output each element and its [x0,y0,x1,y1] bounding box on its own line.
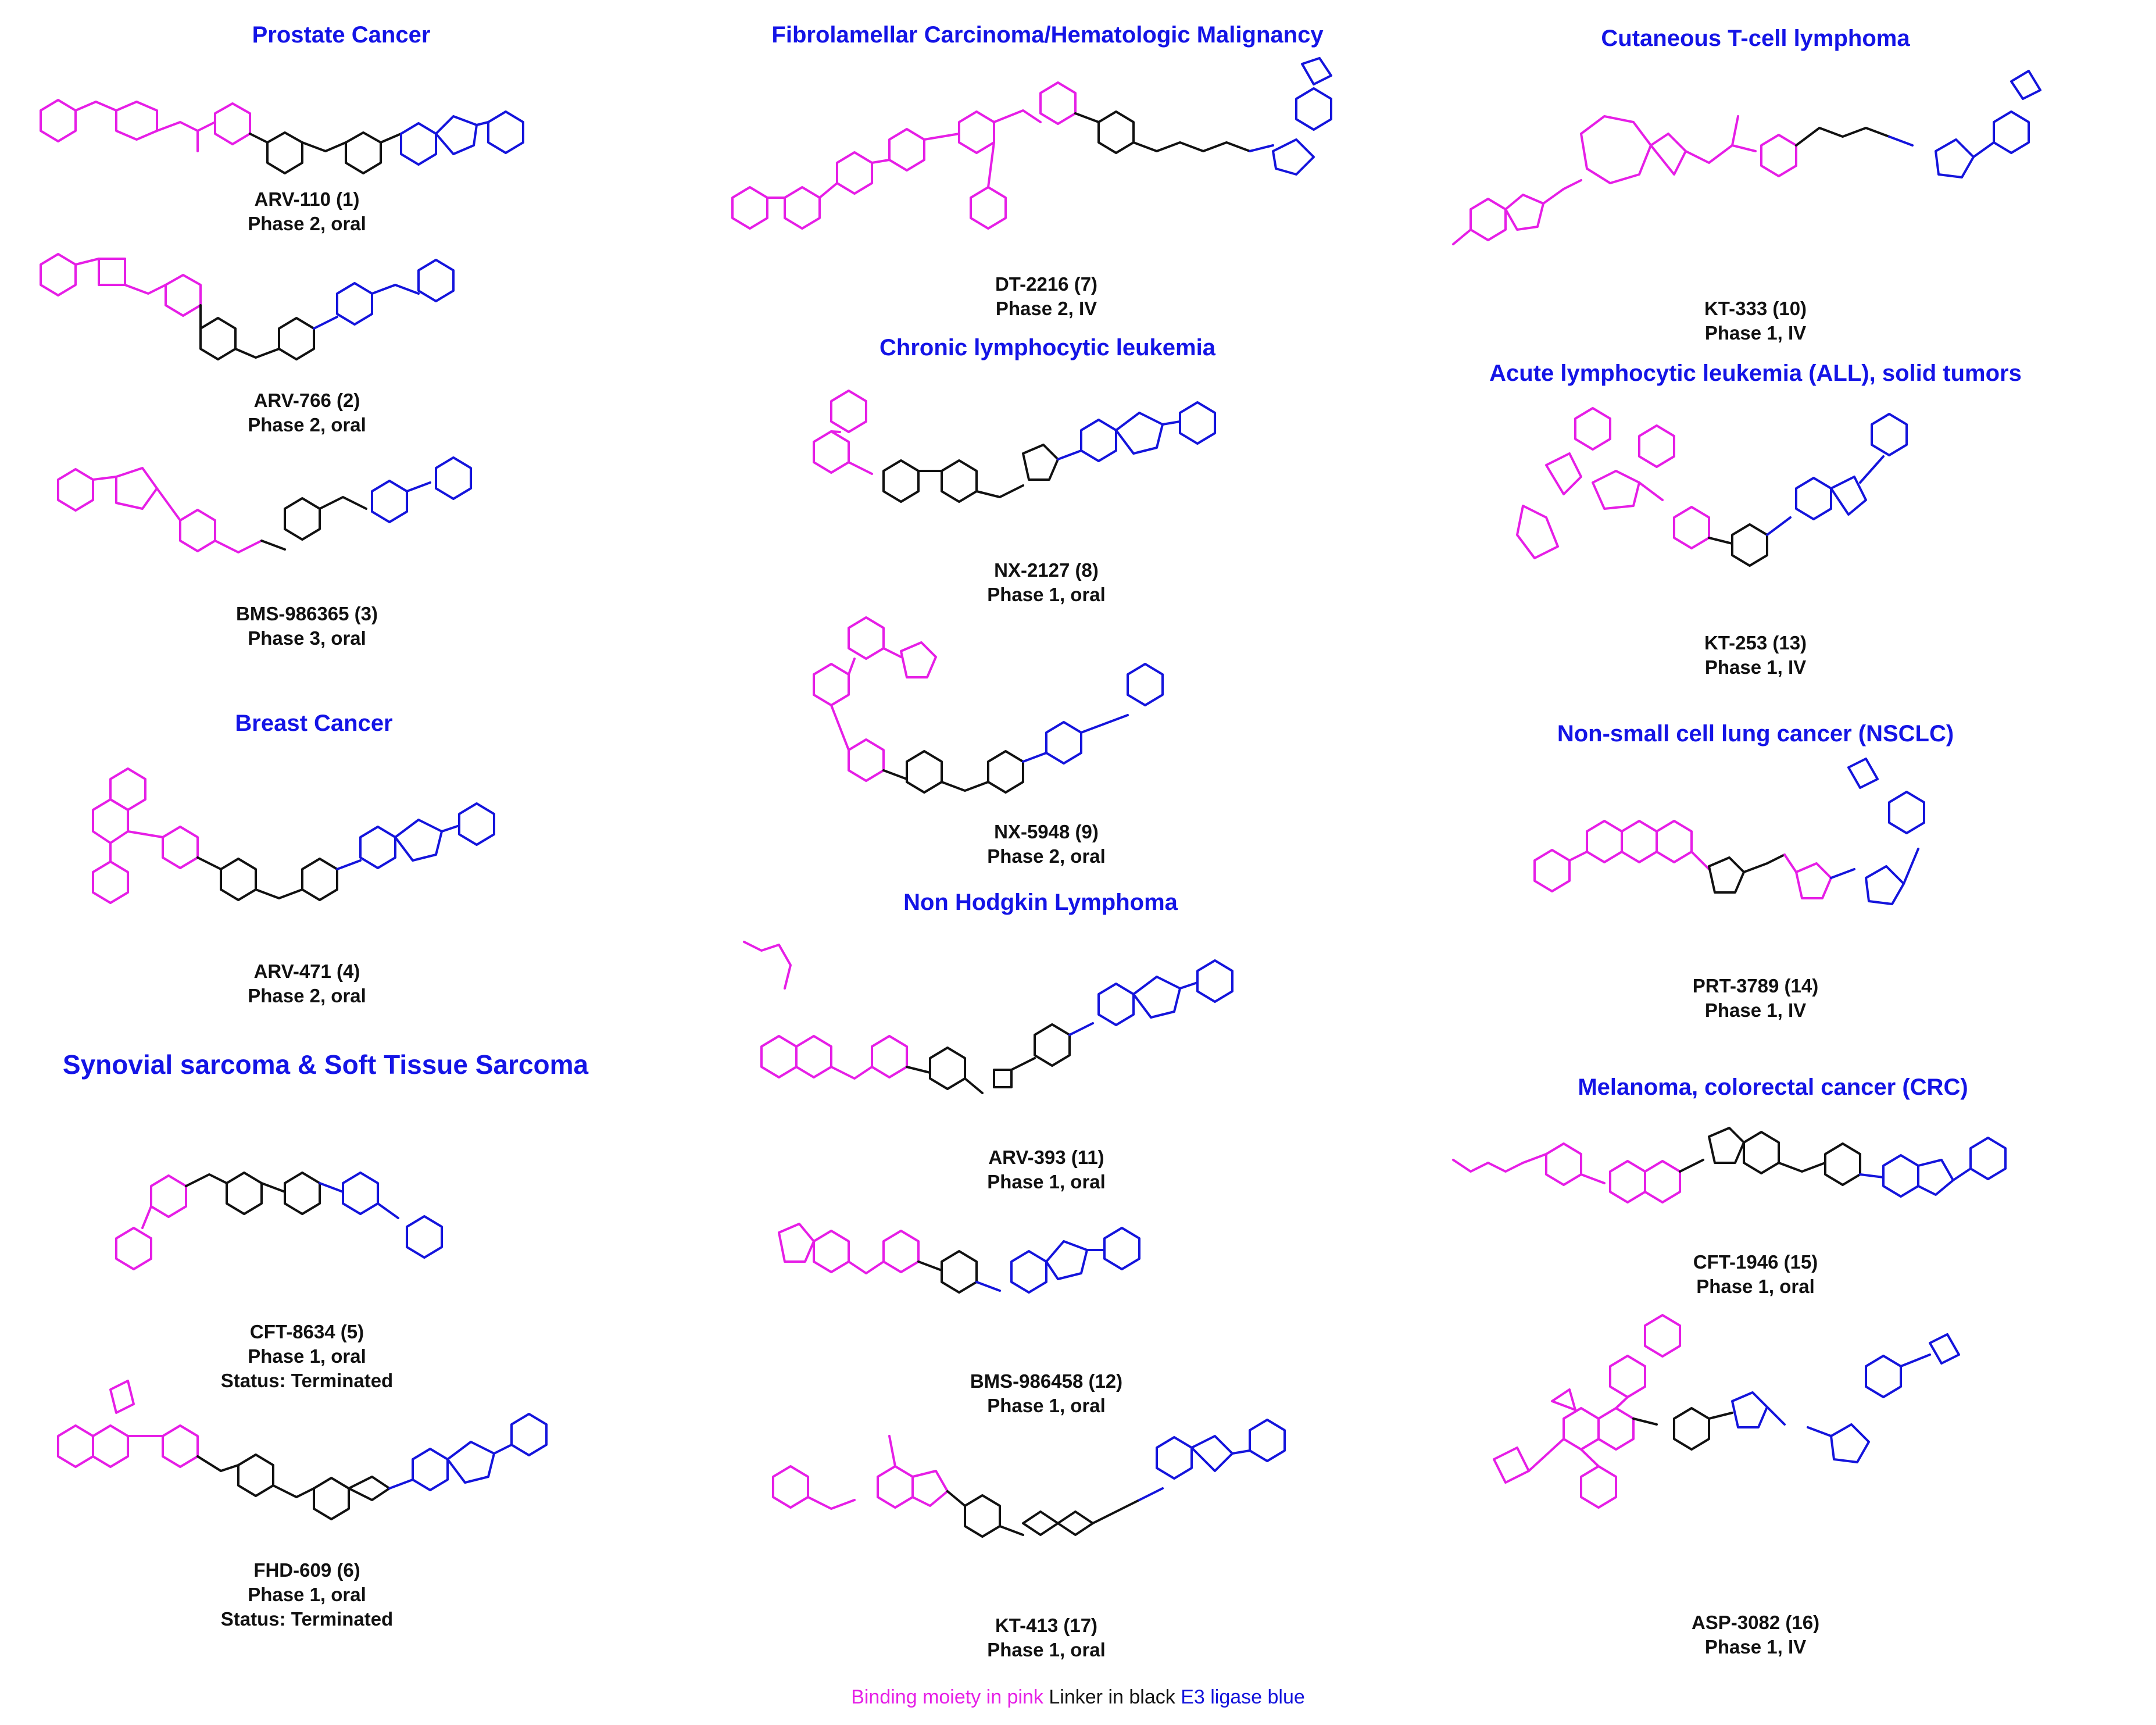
structure-arv-766 [40,253,455,360]
compound-status: Phase 1, IV [1704,656,1807,678]
heading-nsclc: Non-small cell lung cancer (NSCLC) [1557,721,1954,747]
structure-kt-333 [1452,70,2041,245]
structure-arv-393 [743,941,1233,1094]
compound-status: Phase 1, oral [987,1639,1106,1660]
compound-label-nx-5948: NX-5948 (9) Phase 2, oral [987,820,1106,869]
compound-status: Phase 1, IV [1704,999,1807,1021]
compound-label-kt-253: KT-253 (13) Phase 1, IV [1704,631,1807,680]
compound-name: NX-5948 (9) [994,821,1099,842]
compound-name: ARV-766 (2) [253,390,360,411]
compound-label-kt-333: KT-333 (10) Phase 1, IV [1704,297,1807,345]
compound-label-arv-471: ARV-471 (4) Phase 2, oral [248,959,366,1008]
compound-name: KT-333 (10) [1704,298,1807,319]
compound-name: ARV-471 (4) [253,960,360,982]
color-legend: Binding moiety in pink Linker in black E… [851,1686,1305,1709]
compound-name: DT-2216 (7) [995,273,1098,295]
compound-label-cft-1946: CFT-1946 (15) Phase 1, oral [1693,1250,1818,1299]
structure-bms-986458 [778,1223,1140,1294]
heading-ctcl: Cutaneous T-cell lymphoma [1601,26,1910,51]
compound-label-bms-986458: BMS-986458 (12) Phase 1, oral [970,1369,1122,1418]
heading-melanoma: Melanoma, colorectal cancer (CRC) [1578,1074,1968,1100]
compound-label-arv-110: ARV-110 (1) Phase 2, oral [248,187,366,236]
heading-breast-cancer: Breast Cancer [235,710,393,736]
structure-bms-986365 [57,456,472,553]
compound-note: Status: Terminated [220,1370,394,1391]
compound-name: BMS-986458 (12) [970,1370,1123,1392]
structure-nx-5948 [813,616,1164,794]
compound-note: Status: Terminated [220,1608,394,1630]
compound-status: Phase 1, oral [1696,1276,1815,1297]
compound-label-kt-413: KT-413 (17) Phase 1, oral [987,1613,1106,1662]
compound-label-fhd-609: FHD-609 (6) Phase 1, oral Status: Termin… [221,1558,393,1631]
compound-label-bms-986365: BMS-986365 (3) Phase 3, oral [236,602,378,651]
compound-status: Phase 1, IV [1704,322,1807,344]
compound-name: ARV-110 (1) [254,188,360,210]
structure-cft-1946 [1452,1127,2007,1203]
compound-label-dt-2216: DT-2216 (7) Phase 2, IV [995,272,1097,321]
compound-status: Phase 1, oral [248,1584,366,1605]
structure-nx-2127 [813,390,1216,503]
compound-status: Phase 2, oral [248,213,366,234]
compound-status: Phase 3, oral [248,627,366,649]
compound-name: ARV-393 (11) [988,1147,1104,1168]
compound-status: Phase 2, oral [248,985,366,1006]
compound-status: Phase 2, IV [995,298,1097,319]
compound-name: BMS-986365 (3) [236,603,378,624]
heading-nhl: Non Hodgkin Lymphoma [903,890,1178,915]
structure-kt-253 [1516,407,1908,567]
compound-name: NX-2127 (8) [994,559,1099,581]
compound-status: Phase 1, oral [987,1171,1106,1192]
heading-prostate-cancer: Prostate Cancer [252,22,431,48]
legend-binding-moiety: Binding moiety in pink [851,1686,1043,1708]
compound-name: KT-253 (13) [1704,632,1807,653]
compound-name: PRT-3789 (14) [1692,975,1819,997]
compound-label-prt-3789: PRT-3789 (14) Phase 1, IV [1693,974,1818,1023]
structure-prt-3789 [1533,758,1925,905]
structure-asp-3082 [1493,1314,1960,1509]
compound-label-asp-3082: ASP-3082 (16) Phase 1, IV [1692,1610,1819,1659]
heading-synovial-sarcoma: Synovial sarcoma & Soft Tissue Sarcoma [62,1049,589,1080]
heading-all: Acute lymphocytic leukemia (ALL), solid … [1489,360,2022,386]
heading-fibrolamellar: Fibrolamellar Carcinoma/Hematologic Mali… [771,22,1324,48]
structure-cft-8634 [115,1172,443,1270]
compound-name: FHD-609 (6) [253,1559,360,1581]
heading-cll: Chronic lymphocytic leukemia [879,335,1215,360]
structure-dt-2216 [731,57,1332,230]
compound-status: Phase 1, IV [1704,1636,1807,1658]
compound-name: ASP-3082 (16) [1691,1612,1820,1633]
compound-label-cft-8634: CFT-8634 (5) Phase 1, oral Status: Termi… [221,1320,393,1393]
structure-arv-471 [92,767,495,904]
compound-status: Phase 1, oral [248,1345,366,1367]
compound-status: Phase 1, oral [987,584,1106,605]
compound-label-arv-393: ARV-393 (11) Phase 1, oral [987,1145,1106,1194]
compound-name: CFT-8634 (5) [249,1321,364,1342]
structure-fhd-609 [57,1380,548,1520]
legend-linker: Linker in black [1049,1686,1175,1708]
compound-label-nx-2127: NX-2127 (8) Phase 1, oral [987,558,1106,607]
compound-label-arv-766: ARV-766 (2) Phase 2, oral [248,388,366,437]
compound-name: KT-413 (17) [995,1615,1098,1636]
structure-kt-413 [772,1419,1286,1538]
compound-status: Phase 2, oral [987,845,1106,867]
structure-arv-110 [40,99,524,174]
compound-name: CFT-1946 (15) [1693,1251,1818,1273]
legend-e3-ligase: E3 ligase blue [1181,1686,1305,1708]
compound-status: Phase 2, oral [248,414,366,435]
compound-status: Phase 1, oral [987,1395,1106,1416]
